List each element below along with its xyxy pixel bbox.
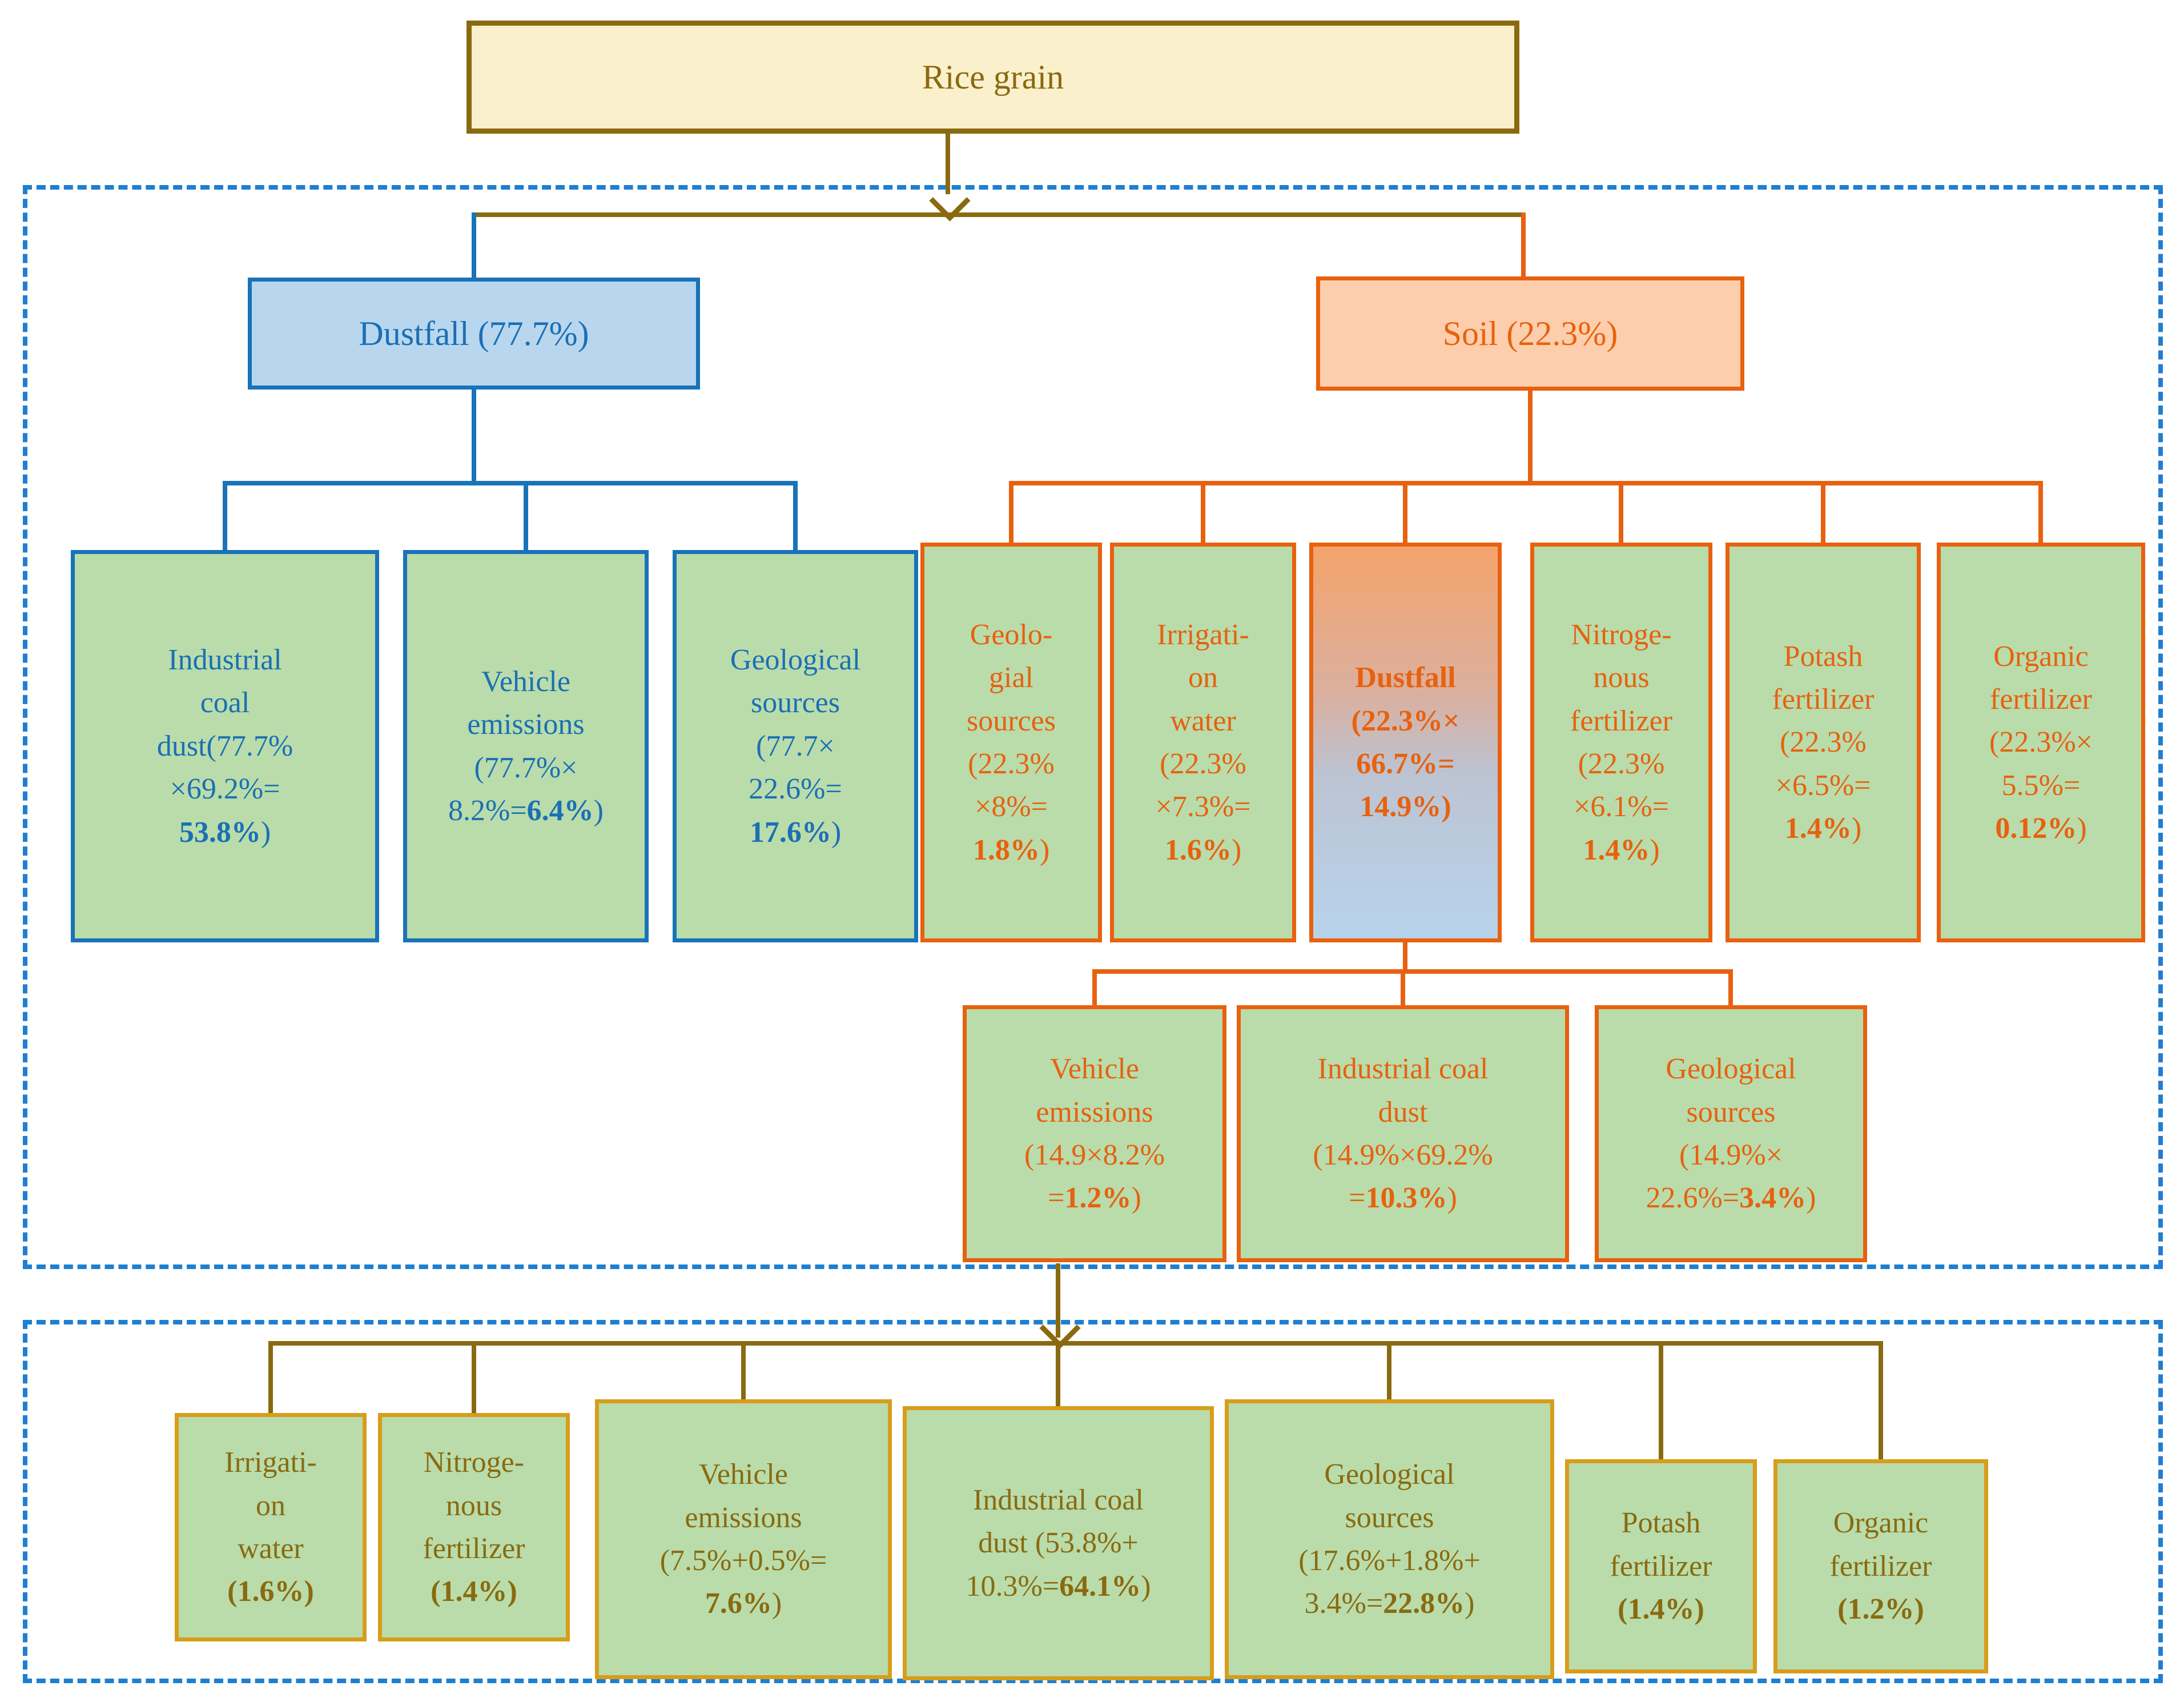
connector-spine-dust2 <box>1092 969 1733 974</box>
dustfall-top-label: Dustfall (77.7%) <box>359 314 589 352</box>
connector-rice-down <box>946 134 950 194</box>
box-rice-grain: Rice grain <box>466 21 1519 134</box>
dashed-section-lower <box>23 1320 2163 1683</box>
connector-drop-ve3 <box>1092 969 1097 1005</box>
connector-sections-down <box>1056 1263 1060 1338</box>
connector-drop-nit2 <box>1619 481 1623 543</box>
connector-drop-ve <box>524 481 528 550</box>
connector-drop-dust2 <box>1403 481 1407 543</box>
connector-drop-gs4 <box>1387 1341 1391 1399</box>
connector-spine-bottom <box>271 1341 1881 1346</box>
connector-dust2-drop <box>1403 942 1407 971</box>
soil-top-label: Soil (22.3%) <box>1442 314 1618 352</box>
rice-grain-label: Rice grain <box>922 58 1064 96</box>
connector-riser-dustfall <box>472 212 476 278</box>
connector-drop-icd <box>223 481 227 550</box>
connector-spine-top <box>474 212 1526 217</box>
connector-dustfall-drop <box>472 390 476 484</box>
connector-spine-dustfall <box>223 481 798 485</box>
connector-spine-soil <box>1009 481 2043 485</box>
connector-drop-pot2 <box>1821 481 1825 543</box>
connector-riser-soil <box>1521 212 1526 276</box>
connector-drop-icd3 <box>1401 969 1405 1005</box>
connector-drop-irr4 <box>268 1341 273 1413</box>
box-soil-top: Soil (22.3%) <box>1316 276 1744 391</box>
connector-drop-irr2 <box>1201 481 1205 543</box>
dashed-section-upper <box>23 185 2163 1269</box>
connector-drop-org2 <box>2038 481 2043 543</box>
box-dustfall-top: Dustfall (77.7%) <box>248 278 700 390</box>
connector-drop-gs3 <box>1728 969 1733 1005</box>
connector-drop-pot4 <box>1659 1341 1663 1459</box>
connector-drop-ve4 <box>741 1341 746 1399</box>
connector-drop-org4 <box>1879 1341 1883 1459</box>
connector-drop-icd4 <box>1056 1341 1060 1406</box>
connector-soil-drop <box>1528 391 1533 484</box>
box-dustfall-soil: Dustfall(22.3%×66.7%=14.9%) <box>1309 543 1502 942</box>
connector-drop-gs <box>793 481 798 550</box>
connector-drop-nit4 <box>472 1341 476 1413</box>
connector-drop-geo2 <box>1009 481 1013 543</box>
